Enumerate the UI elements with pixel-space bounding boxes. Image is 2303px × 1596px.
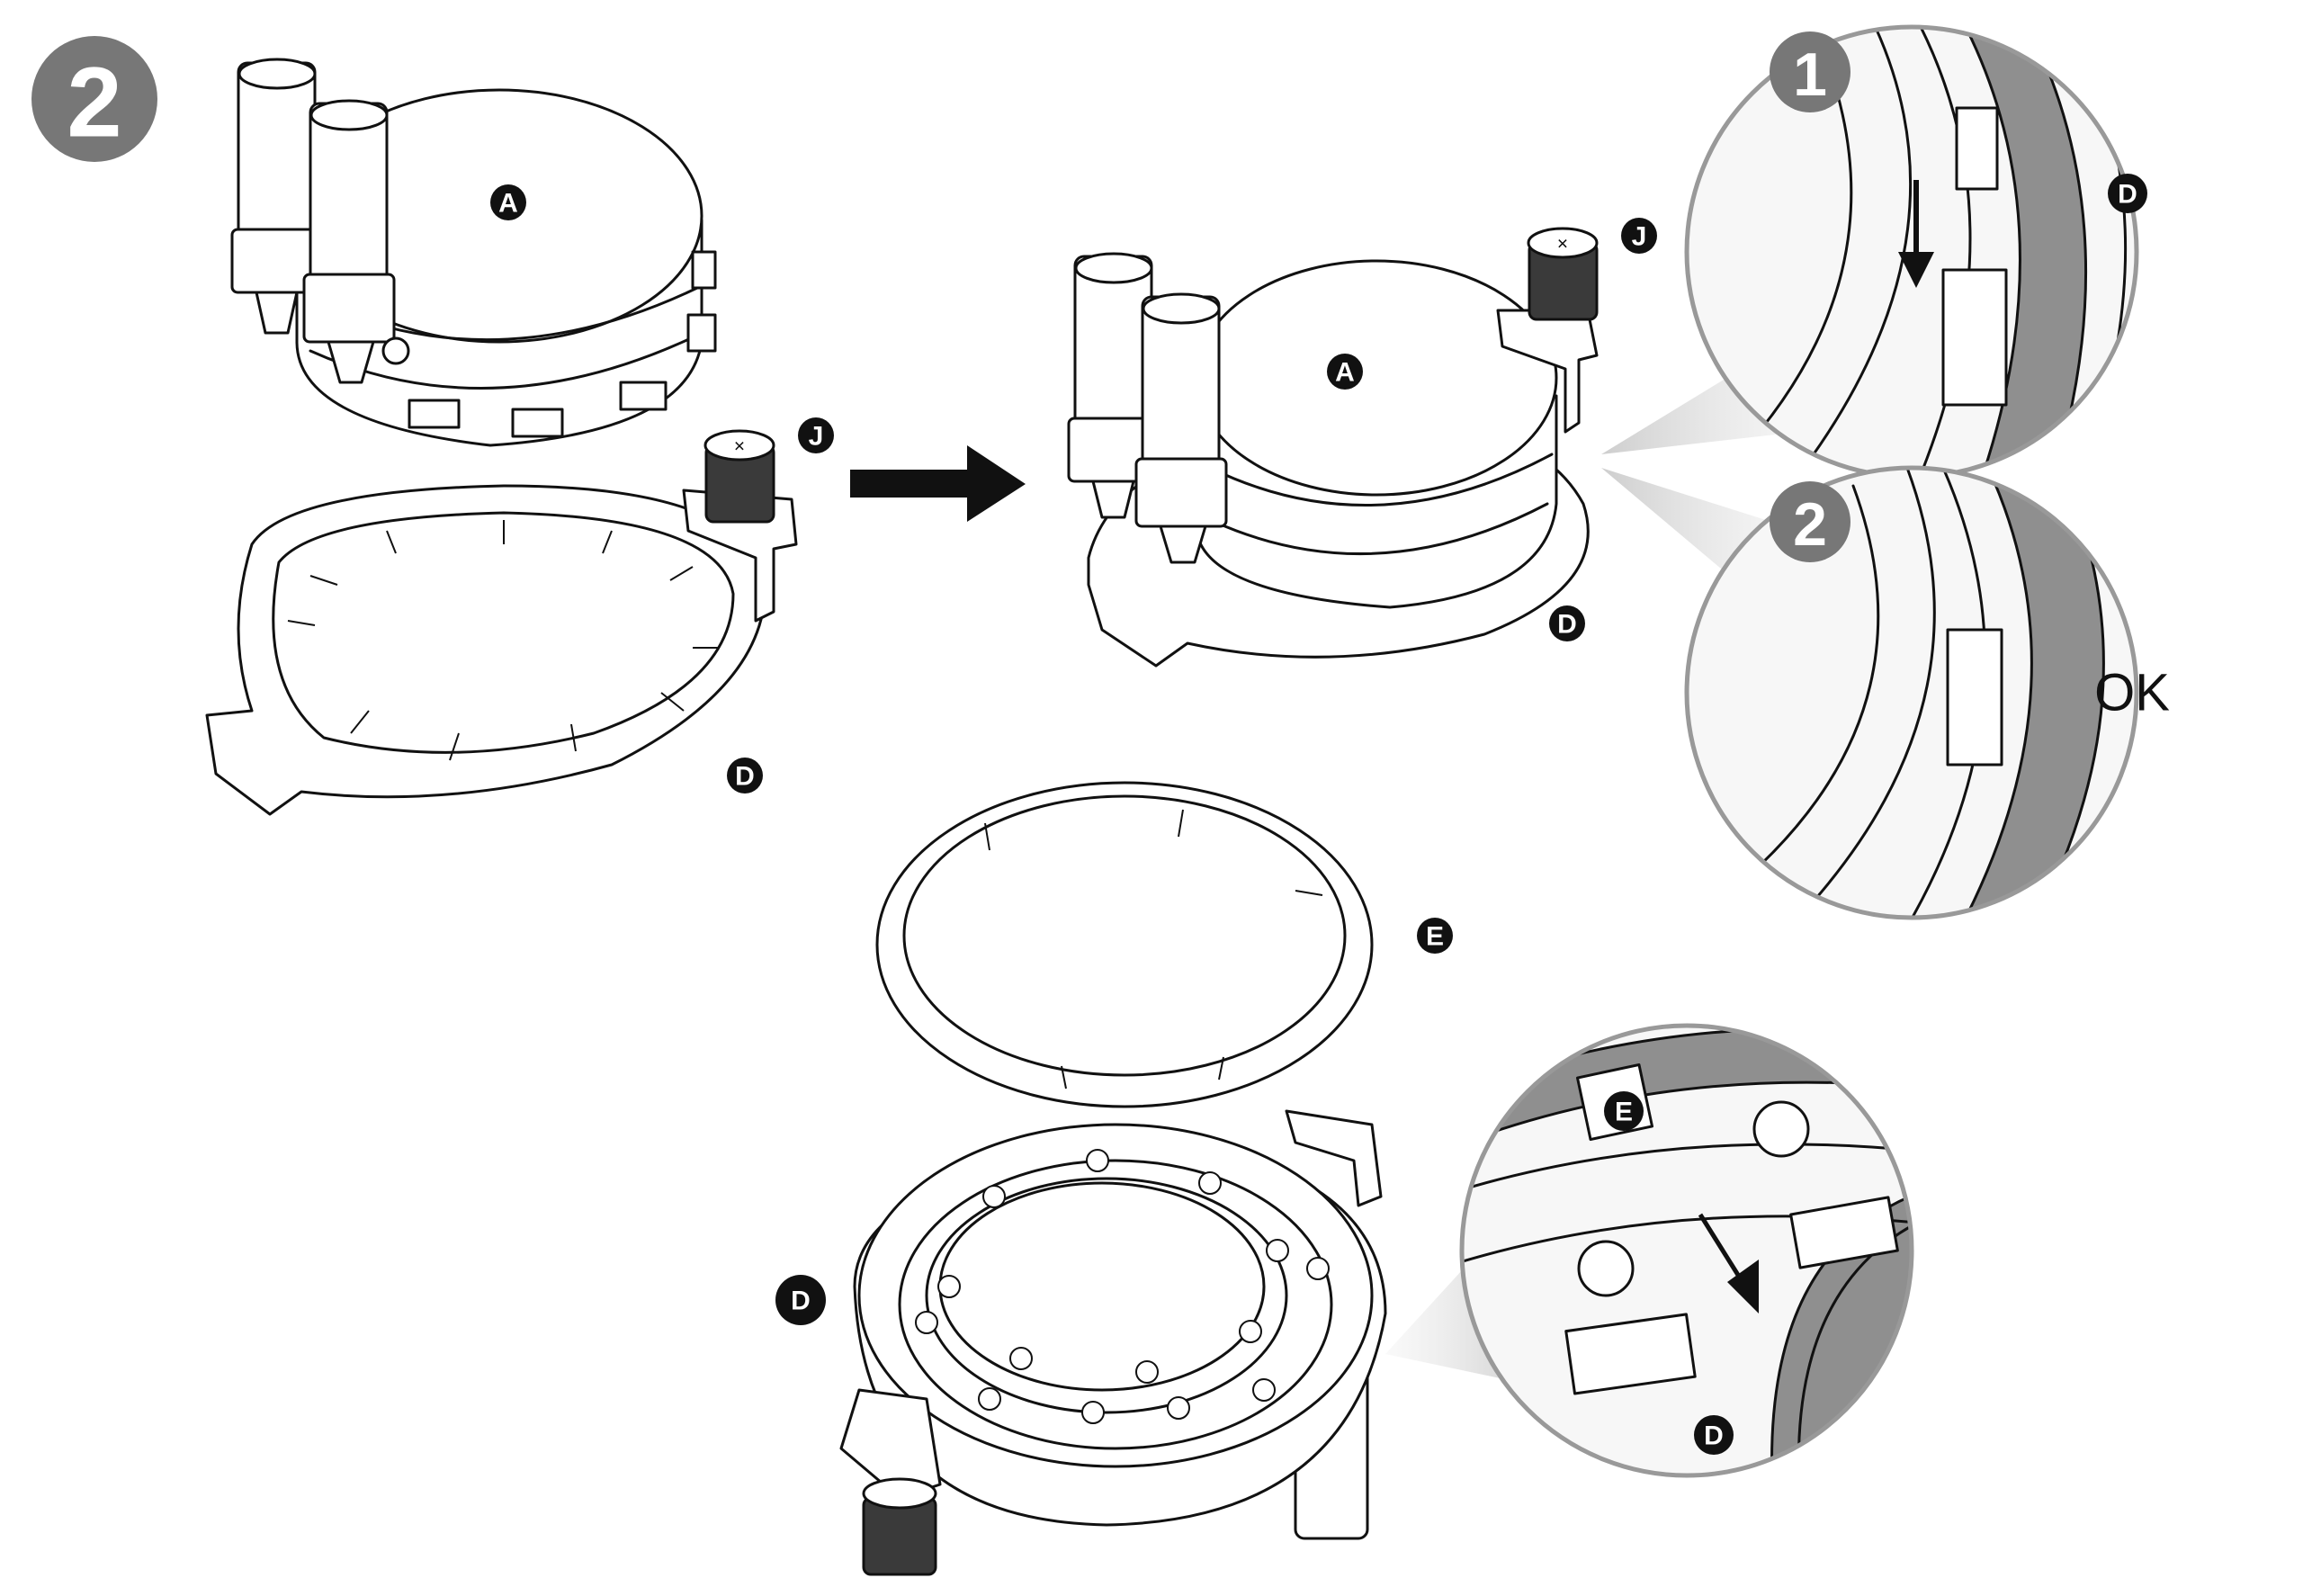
svg-text:J: J [1632,222,1647,252]
right-arrow-icon [850,445,1026,522]
retention-ring-d-left [205,484,798,816]
svg-text:E: E [1615,1098,1633,1127]
svg-text:1: 1 [1793,40,1827,109]
detail-circle-bottom [1459,1023,1914,1478]
detail-circle-step-1 [1684,24,2139,480]
detail-step-2-badge: 2 [1770,481,1850,562]
ok-indicator: OK [2094,664,2170,722]
svg-text:✕: ✕ [1556,238,1568,253]
knob-j-bottom [862,1477,937,1576]
svg-text:2: 2 [1793,490,1827,559]
pump-a-left [230,58,717,447]
label-a-left: A [490,184,526,220]
label-d-left: D [727,758,763,794]
step-number-badge: 2 [31,36,157,162]
label-d-right: D [1549,605,1585,641]
svg-text:A: A [1335,358,1355,388]
pump-a-assembled [1067,252,1599,668]
label-d-detail-bottom: D [1694,1415,1734,1455]
svg-text:D: D [1704,1421,1724,1451]
label-j-left: J [798,417,834,453]
detail-step-1-badge: 1 [1770,31,1850,112]
label-e-detail: E [1604,1091,1644,1131]
svg-text:D: D [2118,180,2137,210]
label-d-detail-top: D [2108,174,2147,213]
svg-text:✕: ✕ [733,440,745,455]
svg-text:D: D [791,1287,811,1316]
knob-j-right: ✕ [1527,227,1599,321]
svg-text:J: J [809,422,824,452]
bottom-assembly-d [839,1109,1387,1540]
label-e-ring: E [1417,918,1453,954]
detail-circle-step-2 [1684,465,2139,920]
knob-j-left: ✕ [703,429,775,524]
label-j-right: J [1621,218,1657,254]
ring-e [875,781,1374,1108]
svg-text:D: D [735,762,755,792]
label-d-bottom: D [775,1275,826,1325]
step-number: 2 [67,48,121,158]
svg-text:A: A [498,189,518,219]
svg-text:E: E [1426,922,1444,952]
svg-text:D: D [1557,610,1577,640]
label-a-right: A [1327,354,1363,390]
